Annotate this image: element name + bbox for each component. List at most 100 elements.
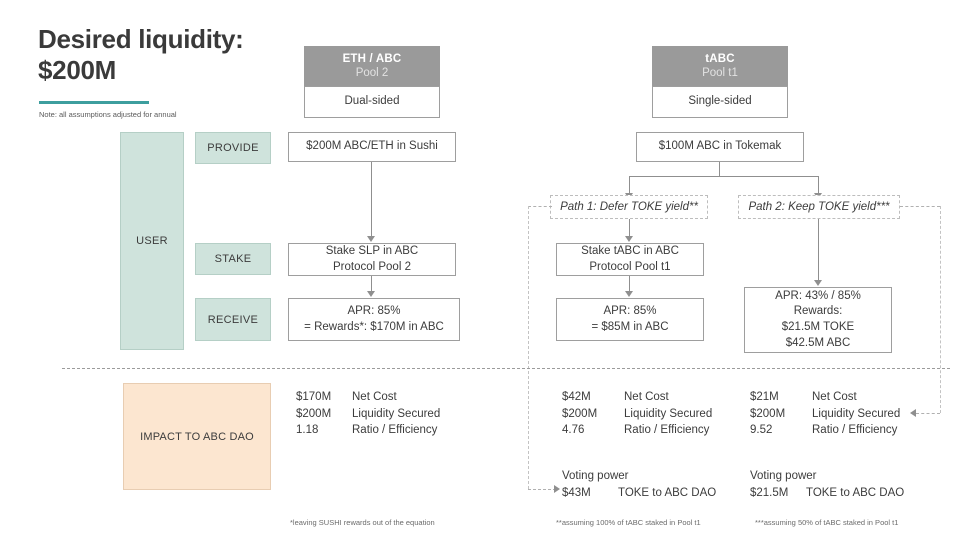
footnote-3: ***assuming 50% of tABC staked in Pool t…	[755, 518, 899, 527]
connector-line	[629, 176, 630, 194]
connector-line	[629, 276, 630, 292]
path-1-dashed-arrow	[554, 485, 560, 493]
stat-label: Ratio / Efficiency	[812, 424, 898, 437]
connector-line	[629, 176, 819, 177]
stake-box-pool-t1-line2: Protocol Pool t1	[589, 260, 671, 273]
stat-value: $200M	[750, 407, 786, 420]
impact-stats-column-3: $21M Net Cost $200M Liquidity Secured 9.…	[750, 389, 950, 439]
pool-subtitle: Pool t1	[702, 67, 738, 79]
connector-line	[719, 162, 720, 176]
stat-label: Liquidity Secured	[352, 407, 441, 420]
receive-box-path-2-line1: APR: 43% / 85%	[775, 289, 861, 302]
stage-receive: RECEIVE	[195, 298, 271, 341]
stat-row: 9.52 Ratio / Efficiency	[750, 422, 950, 439]
entry-box-tokemak: $100M ABC in Tokemak	[636, 132, 804, 162]
pool-sided-eth-abc: Dual-sided	[304, 86, 440, 118]
stat-row: $21M Net Cost	[750, 389, 950, 406]
connector-line	[371, 162, 372, 237]
connector-line	[371, 276, 372, 292]
voting-power-label: TOKE to ABC DAO	[806, 486, 905, 499]
path-2-label: Path 2: Keep TOKE yield***	[738, 195, 900, 219]
page-title-line2: $200M	[38, 54, 116, 85]
stake-box-pool-t1: Stake tABC in ABC Protocol Pool t1	[556, 243, 704, 276]
stat-row: $200M Liquidity Secured	[296, 406, 506, 423]
stat-row: 4.76 Ratio / Efficiency	[562, 422, 762, 439]
section-divider	[62, 368, 950, 369]
stat-label: Net Cost	[352, 391, 397, 403]
stage-provide: PROVIDE	[195, 132, 271, 164]
stage-stake: STAKE	[195, 243, 271, 275]
connector-arrow	[367, 236, 375, 242]
voting-power-row: $21.5M TOKE to ABC DAO	[750, 485, 960, 502]
entry-box-sushi: $200M ABC/ETH in Sushi	[288, 132, 456, 162]
stat-value: 9.52	[750, 424, 773, 437]
stage-user: USER	[120, 132, 184, 350]
stat-label: Liquidity Secured	[624, 407, 713, 420]
voting-power-row: $43M TOKE to ABC DAO	[562, 485, 762, 502]
stat-label: Liquidity Secured	[812, 407, 901, 420]
receive-box-path-2-line4: $42.5M ABC	[785, 336, 851, 349]
path-1-dashed-guide	[528, 206, 552, 207]
connector-arrow	[814, 280, 822, 286]
connector-line	[629, 219, 630, 236]
stake-box-pool-t1-line1: Stake tABC in ABC	[581, 244, 679, 257]
receive-box-pool2-line2: = Rewards*: $170M in ABC	[304, 320, 444, 333]
receive-box-path-2-line2: Rewards:	[793, 305, 843, 318]
stake-box-pool2: Stake SLP in ABC Protocol Pool 2	[288, 243, 456, 276]
path-2-dashed-arrow	[910, 409, 916, 417]
stat-label: Ratio / Efficiency	[624, 424, 710, 437]
receive-box-path-2-line3: $21.5M TOKE	[781, 321, 855, 333]
voting-power-amount: $43M	[562, 486, 591, 499]
stat-value: $200M	[562, 407, 598, 420]
pool-name: tABC	[705, 52, 735, 65]
voting-power-title: Voting power	[750, 470, 817, 482]
pool-subtitle: Pool 2	[355, 67, 389, 79]
path-2-dashed-guide	[900, 206, 940, 207]
stat-label: Ratio / Efficiency	[352, 424, 438, 437]
stat-value: 4.76	[562, 424, 585, 437]
impact-stats-column-2: $42M Net Cost $200M Liquidity Secured 4.…	[562, 389, 762, 439]
stat-value: $170M	[296, 391, 332, 403]
stat-row: $42M Net Cost	[562, 389, 762, 406]
impact-stats-column-1: $170M Net Cost $200M Liquidity Secured 1…	[296, 389, 506, 439]
footnote-2: **assuming 100% of tABC staked in Pool t…	[556, 518, 701, 527]
receive-box-path-1-line2: = $85M in ABC	[591, 320, 669, 333]
path-2-dashed-guide	[916, 413, 940, 414]
stat-value: $42M	[562, 391, 591, 403]
connector-arrow	[625, 236, 633, 242]
path-1-dashed-guide	[528, 206, 529, 489]
receive-box-path-1-line1: APR: 85%	[603, 304, 657, 317]
receive-box-pool2-line1: APR: 85%	[347, 304, 401, 317]
connector-line	[818, 176, 819, 194]
connector-arrow	[367, 291, 375, 297]
page-title-line1: Desired liquidity:	[38, 24, 244, 54]
receive-box-path-1: APR: 85% = $85M in ABC	[556, 298, 704, 341]
stat-label: Net Cost	[624, 391, 669, 403]
path-2-dashed-guide	[940, 206, 941, 413]
voting-power-path-2: Voting power $21.5M TOKE to ABC DAO	[750, 468, 960, 501]
stat-row: $200M Liquidity Secured	[750, 406, 950, 423]
stat-value: 1.18	[296, 424, 319, 437]
stat-row: $200M Liquidity Secured	[562, 406, 762, 423]
stat-label: Net Cost	[812, 391, 857, 403]
stat-row: $170M Net Cost	[296, 389, 506, 406]
path-1-dashed-guide	[528, 489, 556, 490]
voting-power-label: TOKE to ABC DAO	[618, 486, 717, 499]
connector-line	[818, 219, 819, 280]
receive-box-pool2: APR: 85% = Rewards*: $170M in ABC	[288, 298, 460, 341]
stat-value: $200M	[296, 407, 332, 420]
voting-power-path-1: Voting power $43M TOKE to ABC DAO	[562, 468, 762, 501]
pool-header-eth-abc: ETH / ABC Pool 2	[304, 46, 440, 86]
page-title: Desired liquidity: $200M	[38, 24, 338, 85]
pool-header-tabc: tABC Pool t1	[652, 46, 788, 86]
title-accent-rule	[39, 101, 149, 104]
stake-box-pool2-line1: Stake SLP in ABC	[325, 244, 419, 257]
stat-row: 1.18 Ratio / Efficiency	[296, 422, 506, 439]
voting-power-amount: $21.5M	[750, 486, 789, 499]
connector-arrow	[625, 291, 633, 297]
pool-sided-tabc: Single-sided	[652, 86, 788, 118]
stake-box-pool2-line2: Protocol Pool 2	[332, 260, 411, 273]
receive-box-path-2: APR: 43% / 85% Rewards: $21.5M TOKE $42.…	[744, 287, 892, 353]
assumptions-note: Note: all assumptions adjusted for annua…	[39, 110, 177, 119]
